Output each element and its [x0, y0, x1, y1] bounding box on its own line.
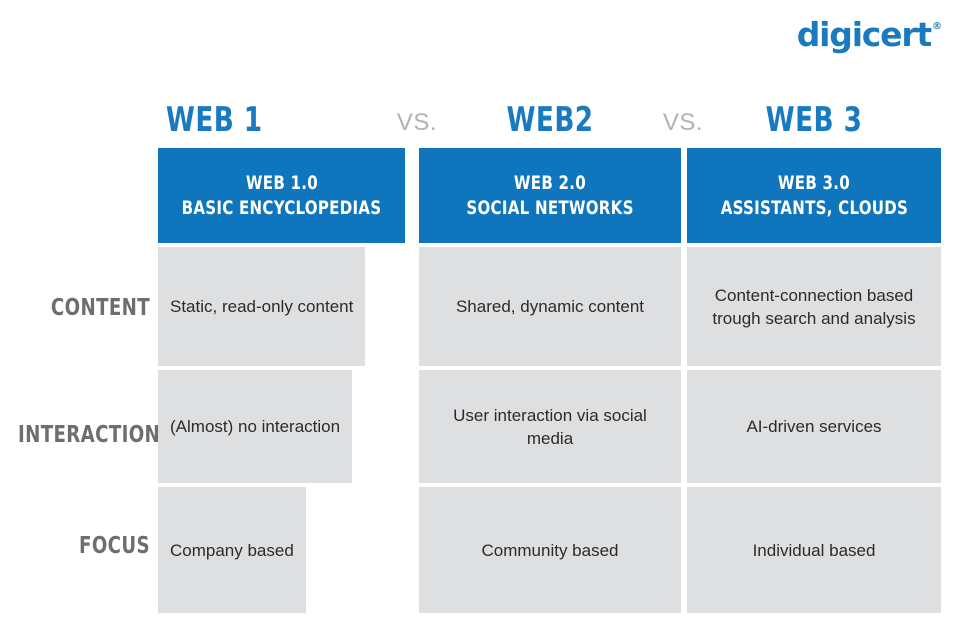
- column-header-web1-line1: WEB 1.0: [245, 171, 318, 194]
- cell-web3-content-text: Content-connection based trough search a…: [712, 285, 916, 328]
- cell-web3-content: Content-connection based trough search a…: [687, 247, 941, 366]
- cell-web1-focus-text: Company based: [170, 540, 294, 560]
- cell-web1-interaction: (Almost) no interaction: [158, 370, 353, 483]
- column-header-web2-line2: SOCIAL NETWORKS: [466, 196, 634, 219]
- row-label-focus: FOCUS: [79, 533, 150, 559]
- column-title-web3: WEB 3: [765, 100, 863, 140]
- cell-web2-focus-text: Community based: [481, 540, 619, 560]
- cell-web2-interaction: User interaction via social media: [419, 370, 681, 483]
- registered-trademark-icon: ®: [932, 21, 942, 32]
- cell-web3-focus-text: Individual based: [752, 540, 876, 560]
- cell-web3-interaction-text: AI-driven services: [746, 417, 882, 436]
- column-title-web1: WEB 1: [165, 100, 263, 140]
- cell-web2-content: Shared, dynamic content: [419, 247, 681, 366]
- cell-web2-interaction-text: User interaction via social media: [453, 405, 647, 448]
- cell-web3-interaction: AI-driven services: [687, 370, 941, 483]
- cell-web1-interaction-text: (Almost) no interaction: [170, 417, 341, 436]
- vs-separator-1: VS.: [396, 109, 438, 136]
- column-header-web2-line1: WEB 2.0: [513, 171, 587, 194]
- column-titles-row: WEB 1 VS. WEB2 VS. WEB 3: [0, 98, 970, 146]
- digicert-logo: digicert ®: [797, 18, 942, 51]
- cell-web2-focus: Community based: [419, 487, 681, 613]
- column-header-web3: WEB 3.0 ASSISTANTS, CLOUDS: [687, 148, 941, 243]
- cell-web1-focus: Company based: [158, 487, 306, 613]
- cell-web2-content-text: Shared, dynamic content: [455, 297, 645, 316]
- column-header-web1: WEB 1.0 BASIC ENCYCLOPEDIAS: [158, 148, 405, 243]
- logo-wordmark: digicert: [796, 15, 932, 54]
- vs-separator-2: VS.: [662, 109, 704, 136]
- column-header-web3-line1: WEB 3.0: [777, 171, 851, 194]
- cell-web1-content: Static, read-only content: [158, 247, 366, 366]
- row-label-content: CONTENT: [50, 295, 150, 321]
- column-header-web2: WEB 2.0 SOCIAL NETWORKS: [419, 148, 681, 243]
- column-header-web3-line2: ASSISTANTS, CLOUDS: [720, 196, 908, 219]
- cell-web3-focus: Individual based: [687, 487, 941, 613]
- row-label-interaction: INTERACTION: [18, 422, 161, 448]
- column-header-web1-line2: BASIC ENCYCLOPEDIAS: [181, 196, 382, 219]
- column-title-web2: WEB2: [506, 100, 594, 140]
- cell-web1-content-text: Static, read-only content: [170, 297, 354, 316]
